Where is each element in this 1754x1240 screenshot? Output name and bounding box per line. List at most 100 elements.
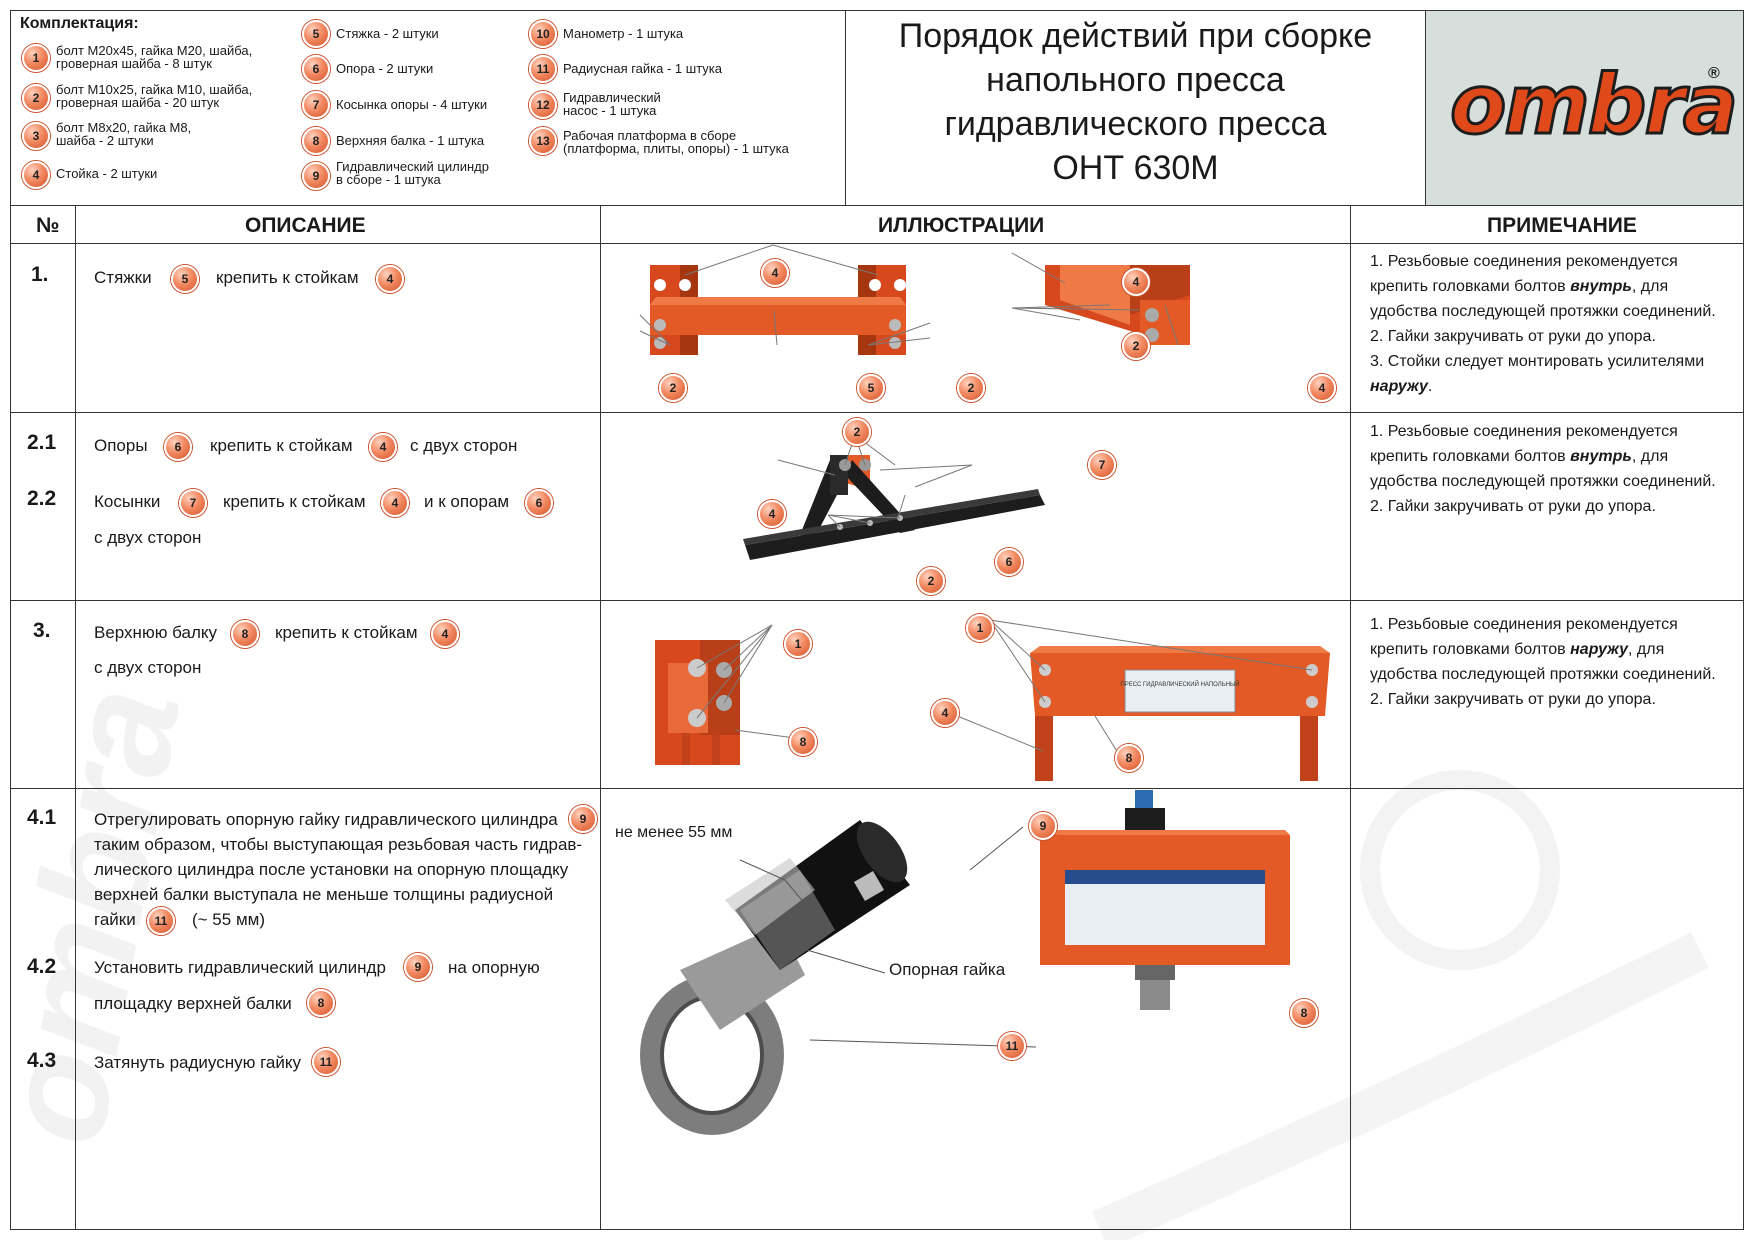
step-2-2-text-b: крепить к стойкам xyxy=(223,492,366,511)
callout-support-nut: Опорная гайка xyxy=(889,960,1006,979)
kit-badge-7: 7 xyxy=(302,91,330,119)
kit-badge-10: 10 xyxy=(529,20,557,48)
step-1-text-b: крепить к стойкам xyxy=(216,268,359,287)
step-2-callout-6: 6 xyxy=(995,548,1023,576)
kit-item-8: Верхняя балка - 1 штука xyxy=(336,133,485,148)
step-3-callout-4: 4 xyxy=(931,699,959,727)
step-1-callout-5: 5 xyxy=(857,374,885,402)
step-3-notes: 1. Резьбовые соединения рекомендуется кр… xyxy=(1370,616,1716,708)
step-1-callout-4a: 4 xyxy=(761,259,789,287)
step-3-text-a: Верхнюю балку xyxy=(94,623,218,642)
step-2-2-text-a: Косынки xyxy=(94,492,161,511)
step-4-1-badge-9: 9 xyxy=(569,805,597,833)
kit-item-9-line2: в сборе - 1 штука xyxy=(336,172,441,187)
step-1-callout-2b: 2 xyxy=(957,374,985,402)
kit-badge-13: 13 xyxy=(529,127,557,155)
logo-wordmark: ombra xyxy=(1448,58,1739,153)
kit-badge-11: 11 xyxy=(529,55,557,83)
kit-badge-5: 5 xyxy=(302,20,330,48)
step-4-2-text-c: на опорную xyxy=(448,958,540,977)
kit-badge-9: 9 xyxy=(302,162,330,190)
step-3-badge-4: 4 xyxy=(431,620,459,648)
kit-item-3-line1: болт М8х20, гайка М8, xyxy=(56,120,192,135)
step-4-1-tail: (~ 55 мм) xyxy=(192,910,265,929)
step-1-badge-5: 5 xyxy=(171,265,199,293)
step-4-2-badge-8: 8 xyxy=(307,989,335,1017)
step-2-1-text-a: Опоры xyxy=(94,436,148,455)
title-line-3: гидравлического пресса xyxy=(944,105,1327,143)
step-4-3-badge-11: 11 xyxy=(312,1048,340,1076)
step-2-2-badge-7: 7 xyxy=(179,489,207,517)
step-3-badge-8: 8 xyxy=(231,620,259,648)
step-2-callout-7: 7 xyxy=(1088,451,1116,479)
kit-heading: Комплектация: xyxy=(20,15,139,32)
step-1-notes: 1. Резьбовые соединения рекомендуется кр… xyxy=(1370,253,1716,395)
step-1-callout-4c: 4 xyxy=(1308,374,1336,402)
kit-badge-6: 6 xyxy=(302,55,330,83)
step-2-notes: 1. Резьбовые соединения рекомендуется кр… xyxy=(1370,423,1716,515)
step-4-callout-8: 8 xyxy=(1290,999,1318,1027)
step-2-1-text-c: с двух сторон xyxy=(410,436,518,455)
kit-item-5: Стяжка - 2 штуки xyxy=(336,26,439,41)
step-4-illustration-beam xyxy=(1040,790,1290,1010)
kit-item-2-line2: гроверная шайба - 20 штук xyxy=(56,95,220,110)
kit-badge-2: 2 xyxy=(22,84,50,112)
step-4-illustration-cylinder xyxy=(640,820,910,1135)
kit-item-9-line1: Гидравлический цилиндр xyxy=(336,159,489,174)
kit-item-7: Косынка опоры - 4 штуки xyxy=(336,97,488,112)
step-1-number: 1. xyxy=(31,263,49,286)
title-line-2: напольного пресса xyxy=(986,61,1285,99)
step-1-badge-4: 4 xyxy=(376,265,404,293)
step-3-callout-8b: 8 xyxy=(1115,744,1143,772)
step-2-callout-2a: 2 xyxy=(843,418,871,446)
kit-badge-4: 4 xyxy=(22,161,50,189)
step-1-callout-2a: 2 xyxy=(659,374,687,402)
step-3-callout-1a: 1 xyxy=(784,630,812,658)
kit-item-13-line1: Рабочая платформа в сборе xyxy=(563,128,737,143)
step-4-1-badge-11: 11 xyxy=(147,907,175,935)
step-2-2-badge-4: 4 xyxy=(381,489,409,517)
step-4-1-line5: гайки xyxy=(94,910,136,929)
step-3-number: 3. xyxy=(33,619,51,642)
step-3-text-b: крепить к стойкам xyxy=(275,623,418,642)
document-title: Порядок действий при сборке напольного п… xyxy=(846,14,1425,190)
kit-item-6: Опора - 2 штуки xyxy=(336,61,434,76)
step-2-1-number: 2.1 xyxy=(27,431,57,454)
step-4-1-line4: верхней балки выступала не меньше толщин… xyxy=(94,885,554,904)
logo-panel: ombra ® xyxy=(1426,11,1743,205)
logo-registered-mark: ® xyxy=(1708,65,1720,82)
step-4-1-line1: Отрегулировать опорную гайку гидравличес… xyxy=(94,810,558,829)
kit-item-11: Радиусная гайка - 1 штука xyxy=(563,61,723,76)
header-description: ОПИСАНИЕ xyxy=(245,214,366,237)
step-4-2-text-a: Установить гидравлический цилиндр xyxy=(94,958,386,977)
step-4-2-badge-9: 9 xyxy=(404,953,432,981)
step-4-3-text-a: Затянуть радиусную гайку xyxy=(94,1053,301,1072)
callout-min-length: не менее 55 мм xyxy=(615,824,733,841)
step-4-callout-9: 9 xyxy=(1029,812,1057,840)
step-2-callout-2b: 2 xyxy=(917,567,945,595)
step-3-callout-1b: 1 xyxy=(966,614,994,642)
kit-item-1-line1: болт М20х45, гайка М20, шайба, xyxy=(56,43,253,58)
kit-badge-12: 12 xyxy=(529,91,557,119)
step-2-1-badge-6: 6 xyxy=(164,433,192,461)
step-2-2-text-d: с двух сторон xyxy=(94,528,202,547)
kit-item-4: Стойка - 2 штуки xyxy=(56,166,158,181)
kit-badge-8: 8 xyxy=(302,127,330,155)
step-2-2-number: 2.2 xyxy=(27,487,57,510)
step-4-1-line2: таким образом, чтобы выступающая резьбов… xyxy=(94,835,583,854)
step-3-text-c: с двух сторон xyxy=(94,658,202,677)
step-4-2-text-d: площадку верхней балки xyxy=(94,994,292,1013)
header-illustrations: ИЛЛЮСТРАЦИИ xyxy=(878,214,1045,237)
step-2-1-badge-4: 4 xyxy=(369,433,397,461)
step-4-2-number: 4.2 xyxy=(27,955,57,978)
kit-item-12-line2: насос - 1 штука xyxy=(563,103,657,118)
kit-badge-1: 1 xyxy=(22,44,50,72)
step-2-2-badge-6: 6 xyxy=(525,489,553,517)
upright-corner-detail xyxy=(1045,265,1190,345)
ombra-logo: ombra ® xyxy=(1436,59,1739,152)
kit-badge-3: 3 xyxy=(22,122,50,150)
title-line-4: ОНТ 630М xyxy=(1052,149,1219,187)
step-2-2-text-c: и к опорам xyxy=(424,492,510,511)
